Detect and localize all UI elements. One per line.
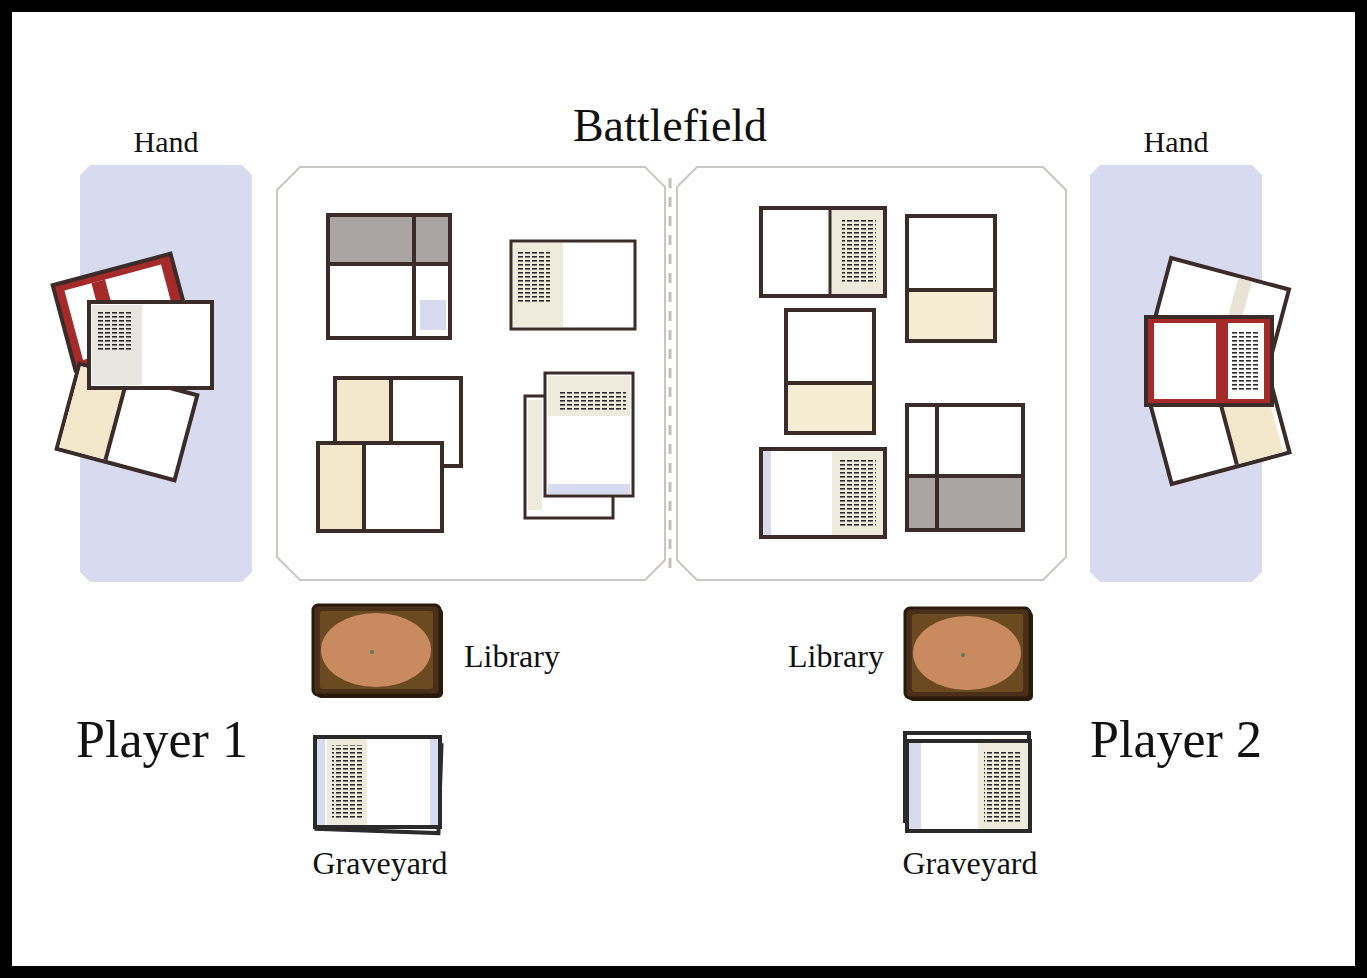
- hand-zone: Hand: [1090, 118, 1262, 582]
- player-label: Player 1: [75, 707, 250, 773]
- player-label: Player 2: [1089, 707, 1264, 773]
- hand-panel: [80, 165, 1262, 582]
- hand-cards: [53, 254, 212, 481]
- hand-zone: Hand: [80, 118, 252, 582]
- zone-heading: Hand: [80, 118, 252, 166]
- divider-line: [669, 178, 672, 575]
- battlefield-cards: [761, 208, 1023, 537]
- library-pile: [313, 605, 1033, 701]
- battlefield-cards: [318, 215, 635, 531]
- zone-label: Graveyard: [902, 844, 1037, 882]
- graveyard-pile: [315, 733, 1030, 833]
- zone-label: Graveyard: [312, 844, 447, 882]
- area-title: Battlefield: [573, 98, 767, 153]
- zone-heading: Hand: [1090, 118, 1262, 166]
- battlefield-outline: [277, 167, 1066, 580]
- zone-label: Library: [788, 637, 884, 675]
- zone-label: Library: [464, 637, 560, 675]
- hand-cards: [1146, 258, 1290, 484]
